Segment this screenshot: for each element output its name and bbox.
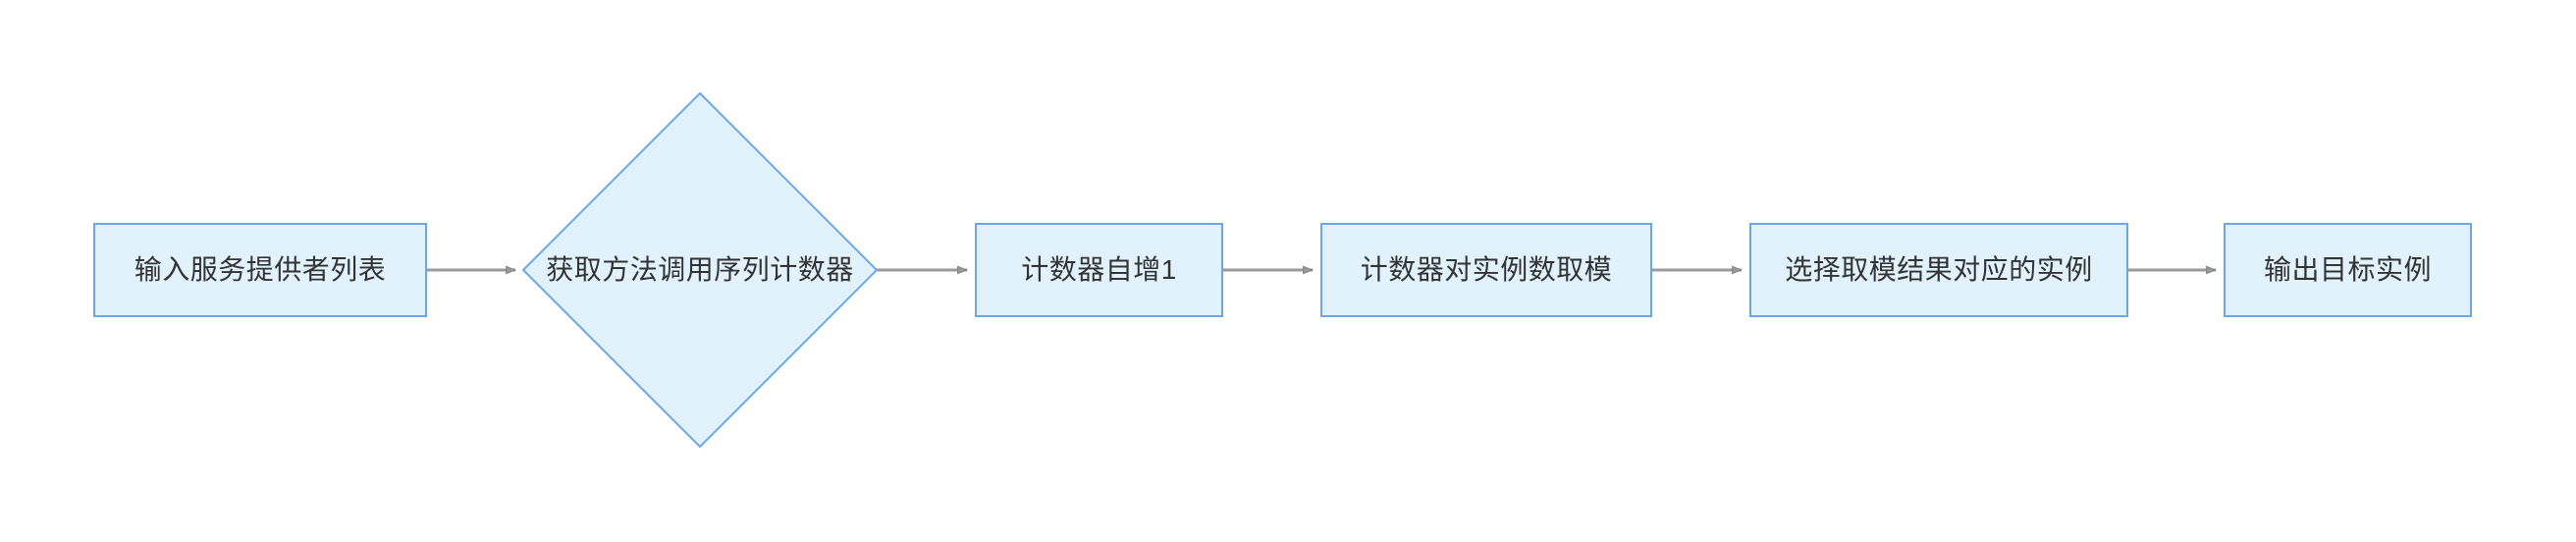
node-counter-increment[interactable] (975, 223, 1223, 317)
node-counter-modulo-instance-count[interactable] (1320, 223, 1652, 317)
node-select-instance-by-modulo[interactable] (1749, 223, 2128, 317)
node-get-call-sequence-counter[interactable] (521, 91, 879, 449)
node-output-target-instance[interactable] (2224, 223, 2472, 317)
node-group (93, 91, 2472, 449)
node-input-provider-list[interactable] (93, 223, 427, 317)
